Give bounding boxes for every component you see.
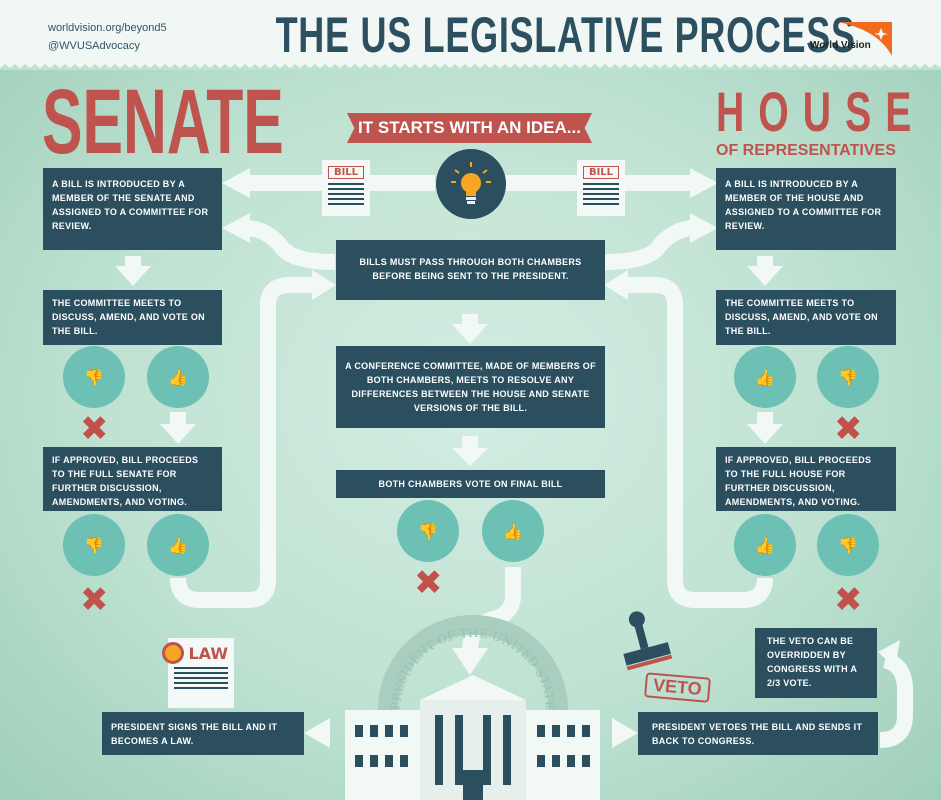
thumbs-down-icon: 👎 <box>63 346 125 408</box>
override-arrow <box>879 652 913 748</box>
website-link[interactable]: worldvision.org/beyond5 <box>48 22 167 34</box>
world-vision-logo-icon <box>838 22 892 56</box>
senate-step-floor: If approved, bill proceeds to the full S… <box>43 447 222 511</box>
bill-document-icon: BILL <box>322 160 370 216</box>
both-chambers-box: Bills must pass through both chambers be… <box>336 240 605 300</box>
thumbs-up-icon: 👍 <box>734 514 796 576</box>
thumbs-down-icon: 👎 <box>817 346 879 408</box>
thumbs-up-icon: 👍 <box>482 500 544 562</box>
house-step-introduce: A bill is introduced by a member of the … <box>716 168 896 250</box>
veto-override-box: The veto can be overridden by Congress w… <box>755 628 877 698</box>
president-vetoes-box: President vetoes the bill and sends it b… <box>638 712 878 755</box>
house-step-floor: If approved, bill proceeds to the full H… <box>716 447 896 511</box>
lightbulb-icon <box>436 149 506 219</box>
house-step-committee: The committee meets to discuss, amend, a… <box>716 290 896 345</box>
twitter-handle[interactable]: @WVUSAdvocacy <box>48 40 140 52</box>
rejected-x-icon: ✖ <box>80 409 109 449</box>
arrow-center-house <box>604 220 696 270</box>
house-return-path <box>625 277 773 608</box>
veto-stamp-icon <box>623 611 673 671</box>
house-subtitle: OF REPRESENTATIVES <box>716 142 896 159</box>
senate-title: SENATE <box>42 71 284 173</box>
rejected-x-icon: ✖ <box>414 563 443 603</box>
senate-step-committee: The committee meets to discuss, amend, a… <box>43 290 222 345</box>
world-vision-logo: World Vision <box>810 40 871 51</box>
conference-committee-box: A conference committee, made of members … <box>336 346 605 428</box>
arrow-center-senate <box>244 220 336 270</box>
senate-step-introduce: A bill is introduced by a member of the … <box>43 168 222 250</box>
thumbs-down-icon: 👎 <box>63 514 125 576</box>
seal-ribbon-icon <box>162 642 184 664</box>
down-arrows <box>115 256 783 466</box>
white-house-icon: PRESIDENT OF THE UNITED STATES <box>345 615 600 800</box>
house-title: HOUSE <box>716 80 926 143</box>
rejected-x-icon: ✖ <box>834 409 863 449</box>
senate-return-path <box>170 277 315 608</box>
thumbs-up-icon: 👍 <box>147 346 209 408</box>
rejected-x-icon: ✖ <box>80 580 109 620</box>
rejected-x-icon: ✖ <box>834 580 863 620</box>
bill-document-icon: BILL <box>577 160 625 216</box>
header <box>0 0 941 68</box>
thumbs-down-icon: 👎 <box>817 514 879 576</box>
thumbs-up-icon: 👍 <box>147 514 209 576</box>
thumbs-up-icon: 👍 <box>734 346 796 408</box>
president-signs-box: President signs the bill and it becomes … <box>102 712 304 755</box>
final-vote-box: Both chambers vote on final bill <box>336 470 605 498</box>
idea-banner: IT STARTS WITH AN IDEA... <box>347 113 592 143</box>
thumbs-down-icon: 👎 <box>397 500 459 562</box>
